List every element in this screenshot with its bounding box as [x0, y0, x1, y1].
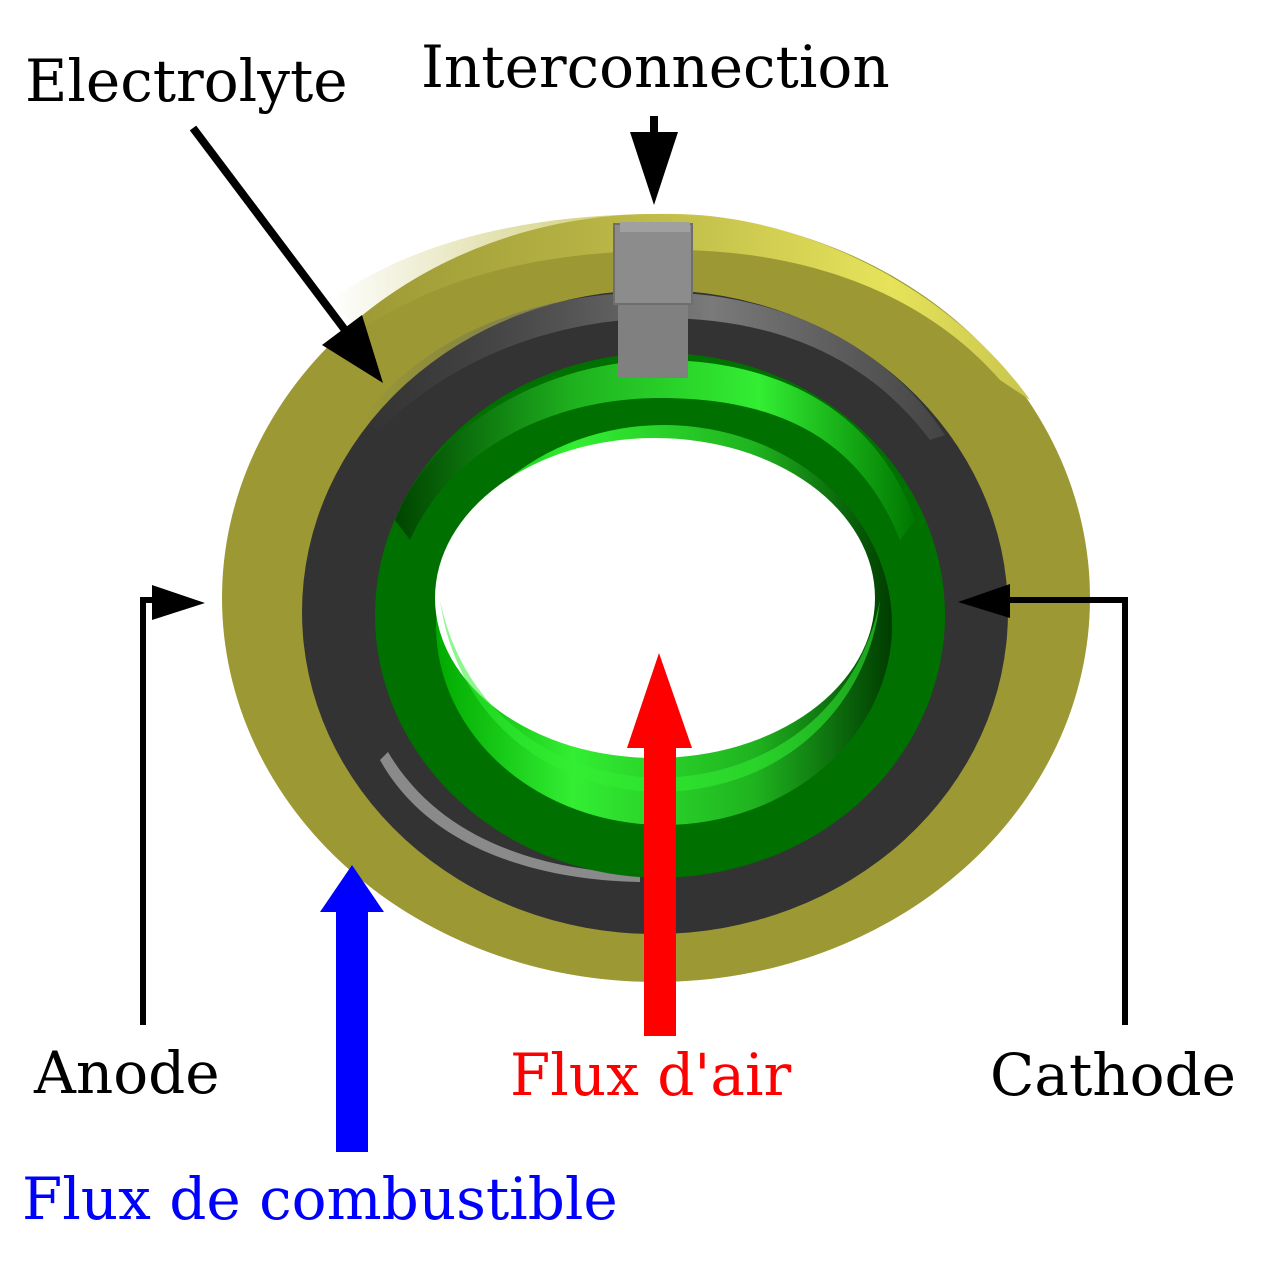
electrolyte-top-edge: [360, 292, 945, 440]
interconnection-cap: [620, 222, 690, 232]
interconnection-arrowhead: [630, 132, 678, 205]
anode-label: Anode: [33, 1039, 220, 1107]
tube-hole: [435, 438, 875, 758]
interconnection-label: Interconnection: [421, 33, 890, 101]
electrolyte-label: Electrolyte: [25, 47, 348, 115]
cathode-leader: [1010, 597, 1128, 1025]
flow-arrows: [320, 653, 692, 1152]
air-flow-arrow: [627, 653, 692, 1036]
cathode-top-highlight: [395, 360, 915, 540]
interconnection-top-face: [613, 223, 693, 305]
cathode-label: Cathode: [990, 1041, 1236, 1109]
electrolyte-arrowhead: [322, 315, 383, 383]
fuel-flow-label: Flux de combustible: [22, 1165, 618, 1233]
fuel-flow-arrow: [320, 865, 384, 1152]
cathode-layer: [375, 353, 945, 878]
anode-arrowhead: [152, 585, 205, 620]
electrolyte-leader: [189, 125, 349, 333]
annotations: [140, 116, 1128, 1025]
cathode-arrowhead: [958, 584, 1010, 618]
labels: Electrolyte Interconnection Anode Cathod…: [22, 33, 1236, 1233]
anode-highlight: [330, 213, 1030, 400]
cathode-front-rim: [376, 612, 945, 878]
air-flow-label: Flux d'air: [510, 1041, 791, 1109]
electrolyte-bottom-edge: [380, 752, 640, 882]
anode-leader: [140, 597, 158, 1025]
interconnection-layer: [613, 222, 693, 378]
